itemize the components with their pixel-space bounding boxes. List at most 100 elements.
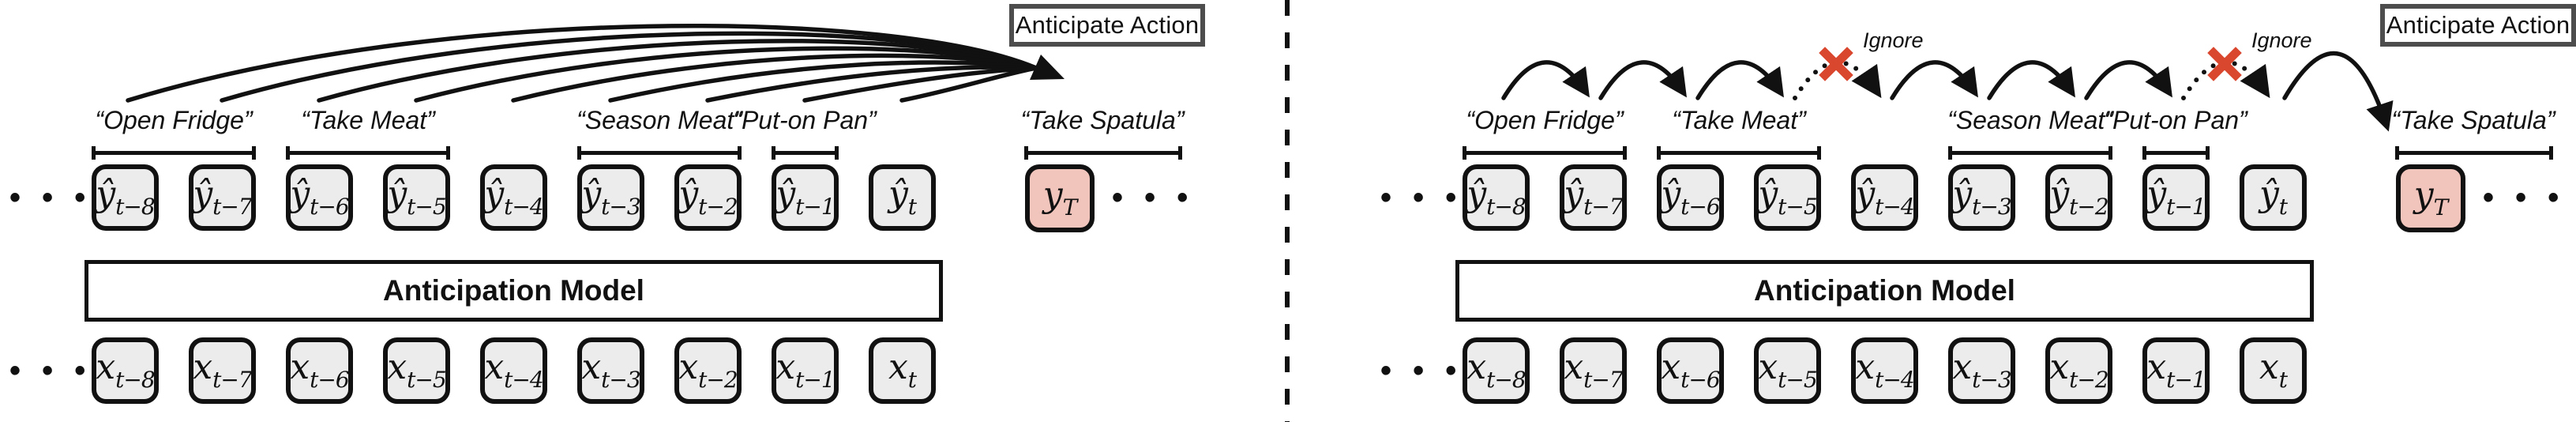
x-token-label: xt−2 bbox=[678, 350, 738, 393]
y-token-box: ŷt−3 bbox=[577, 164, 644, 231]
x-token-box: xt bbox=[2240, 337, 2307, 404]
segment-bracket bbox=[286, 146, 450, 160]
token-sub: t−7 bbox=[212, 367, 253, 393]
hop-arc bbox=[1695, 60, 1784, 100]
segment-label-season-meat: “Season Meat” bbox=[576, 106, 742, 134]
token-sub: t−1 bbox=[2166, 194, 2206, 220]
y-token-label: ŷt bbox=[888, 177, 917, 218]
x-token-label: xt bbox=[2259, 347, 2288, 393]
x-token-label: xt−4 bbox=[1855, 350, 1914, 391]
token-base: ŷ bbox=[1952, 174, 1973, 214]
x-token-box: xt−4 bbox=[480, 337, 547, 404]
hop-arc bbox=[1501, 60, 1590, 100]
y-token-box: ŷt−3 bbox=[1948, 164, 2015, 231]
context-arc bbox=[705, 65, 1038, 103]
ignore-label: Ignore bbox=[1863, 28, 1924, 52]
token-sub: t−5 bbox=[407, 194, 447, 220]
ignore-x-icon bbox=[2207, 47, 2242, 81]
x-token-box: xt−8 bbox=[92, 337, 159, 404]
y-target-box: yT bbox=[1025, 164, 1095, 232]
hop-arc bbox=[1890, 60, 1978, 100]
ellipsis: • • • bbox=[1380, 352, 1463, 388]
y-token-label: ŷt−3 bbox=[1952, 177, 2011, 218]
token-base: x bbox=[484, 347, 505, 387]
y-token-label: ŷt−7 bbox=[193, 177, 252, 218]
token-sub: t−3 bbox=[601, 367, 641, 393]
segment-bracket bbox=[1024, 146, 1182, 160]
y-target-box: yT bbox=[2396, 164, 2465, 232]
token-sub: t−7 bbox=[1583, 367, 1624, 393]
segment-label-take-spatula: “Take Spatula” bbox=[2391, 106, 2555, 134]
token-base: x bbox=[290, 347, 310, 387]
token-sub: t−4 bbox=[1875, 194, 1915, 220]
token-sub: t−2 bbox=[698, 367, 738, 393]
y-target-label: yT bbox=[1043, 178, 1078, 220]
token-sub: t−4 bbox=[504, 367, 544, 393]
y-token-box: ŷt−5 bbox=[1754, 164, 1821, 231]
y-token-box: ŷt−7 bbox=[189, 164, 256, 231]
x-token-label: xt−6 bbox=[290, 347, 349, 391]
x-token-label: xt−1 bbox=[2146, 350, 2206, 391]
token-base: x bbox=[2049, 347, 2070, 387]
token-sub: t−2 bbox=[2069, 367, 2109, 393]
token-sub: t−5 bbox=[407, 367, 447, 393]
token-sub: t−3 bbox=[1972, 194, 2012, 220]
segment-bracket bbox=[92, 146, 256, 160]
token-base: x bbox=[387, 347, 407, 387]
y-token-label: ŷt−8 bbox=[96, 174, 155, 218]
x-token-label: xt−3 bbox=[1952, 350, 2011, 391]
token-base: ŷ bbox=[387, 174, 407, 214]
y-token-label: ŷt−2 bbox=[2049, 177, 2108, 218]
ellipsis: • • • bbox=[9, 352, 92, 388]
token-sub: t−6 bbox=[1680, 194, 1721, 220]
token-sub: t−5 bbox=[1778, 194, 1818, 220]
x-token-label: xt−4 bbox=[484, 350, 543, 391]
segment-bracket bbox=[1948, 146, 2112, 160]
token-sub: t−5 bbox=[1778, 367, 1818, 393]
token-base: x bbox=[1758, 347, 1778, 387]
anticipation-model-box: Anticipation Model bbox=[1455, 260, 2314, 322]
token-base: x bbox=[2259, 347, 2279, 387]
x-token-label: xt−2 bbox=[2049, 350, 2108, 391]
x-token-label: xt−6 bbox=[1661, 350, 1720, 391]
y-token-box: ŷt−2 bbox=[674, 164, 742, 231]
segment-bracket bbox=[577, 146, 742, 160]
segment-label-put-on-pan: “Put-on Pan” bbox=[2104, 106, 2247, 134]
ignored-hop-arc bbox=[1793, 59, 1882, 100]
context-arc bbox=[511, 53, 1038, 103]
x-token-box: xt−5 bbox=[1754, 337, 1821, 404]
segment-bracket bbox=[2142, 146, 2210, 160]
y-token-label: ŷt−3 bbox=[581, 177, 640, 218]
token-base: ŷ bbox=[96, 174, 116, 214]
context-arc bbox=[317, 39, 1038, 103]
hop-arc bbox=[1598, 60, 1687, 100]
y-token-label: ŷt−4 bbox=[484, 177, 543, 218]
ellipsis: • • • bbox=[2483, 179, 2566, 215]
x-token-box: xt−6 bbox=[286, 337, 353, 404]
context-arc bbox=[802, 66, 1038, 103]
y-target-label: yT bbox=[2414, 178, 2449, 219]
panel-segment-hops: Ignore Ignore Anticipate Action “Open Fr… bbox=[1288, 0, 2576, 422]
y-token-box: ŷt−4 bbox=[1851, 164, 1918, 231]
x-token-box: xt−2 bbox=[674, 337, 742, 404]
y-token-box: ŷt−7 bbox=[1560, 164, 1627, 231]
panel-segment-hops-content: Ignore Ignore Anticipate Action “Open Fr… bbox=[1371, 0, 2576, 422]
token-sub: T bbox=[1062, 194, 1078, 220]
token-base: ŷ bbox=[290, 174, 310, 214]
x-token-box: xt−1 bbox=[772, 337, 839, 404]
segment-label-season-meat: “Season Meat” bbox=[1947, 106, 2113, 134]
y-token-label: ŷt−1 bbox=[775, 177, 835, 218]
token-sub: t bbox=[907, 367, 917, 393]
y-token-label: ŷt−7 bbox=[1564, 177, 1623, 218]
segment-bracket bbox=[1657, 146, 1821, 160]
ignore-label: Ignore bbox=[2251, 28, 2312, 52]
arrowhead-icon bbox=[1030, 55, 1065, 80]
x-token-box: xt−2 bbox=[2045, 337, 2112, 404]
token-sub: t bbox=[2278, 367, 2288, 393]
token-base: ŷ bbox=[1758, 174, 1778, 214]
token-base: x bbox=[1952, 347, 1973, 387]
segment-label-put-on-pan: “Put-on Pan” bbox=[733, 106, 877, 134]
y-token-label: ŷt bbox=[2259, 177, 2288, 218]
token-base: ŷ bbox=[581, 174, 602, 214]
segment-label-open-fridge: “Open Fridge” bbox=[95, 106, 253, 134]
